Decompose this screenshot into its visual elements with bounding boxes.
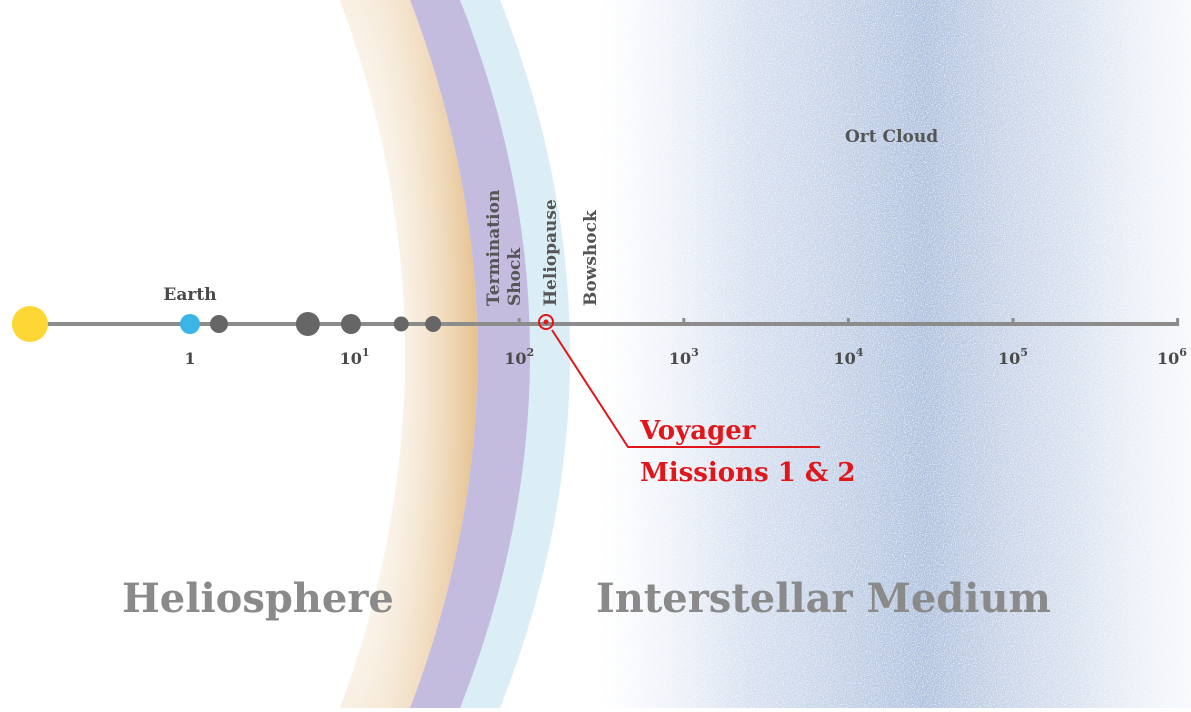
axis-tick-label: 1 [184,349,195,368]
axis-tick-label: 106 [1157,346,1187,368]
jupiter-marker [295,312,320,336]
tick-base: 10 [1157,349,1179,368]
tick-exponent: 2 [527,346,535,359]
tick-base: 10 [833,349,855,368]
tick-exponent: 1 [362,346,370,359]
earth-marker [180,314,200,334]
neptune-marker [425,316,442,332]
voyager-callout: Voyager Missions 1 & 2 [538,314,856,488]
mars-marker [209,315,228,333]
tick-base: 10 [504,349,526,368]
tick-exponent: 4 [856,346,864,359]
termination-shock-label: Termination Shock [484,184,525,306]
oort-cloud-speckle [600,0,1191,708]
voyager-marker-dot [543,319,549,325]
axis-tick-label: 102 [504,346,534,368]
interstellar-medium-label: Interstellar Medium [596,575,1051,622]
axis-tick-label: 104 [833,346,863,368]
voyager-label-line1: Voyager [639,416,756,446]
voyager-leader-line [551,329,820,448]
tick-base: 1 [184,349,195,368]
axis-tick-label: 101 [340,346,370,368]
heliosphere-label: Heliosphere [122,575,394,622]
termination-shock-line2: Shock [505,247,525,306]
bowshock-band [430,0,570,708]
saturn-marker [340,314,361,334]
oort-cloud-label: Ort Cloud [845,127,938,147]
earth-label: Earth [163,285,216,305]
bowshock-label: Bowshock [581,209,601,306]
axis-tick-label: 105 [998,346,1028,368]
heliopause-label: Heliopause [541,199,561,306]
tick-base: 10 [340,349,362,368]
tick-exponent: 6 [1179,346,1187,359]
oort-cloud-region [600,0,1191,708]
voyager-label-line2: Missions 1 & 2 [640,458,856,488]
tick-exponent: 3 [691,346,699,359]
solar-system-objects: Earth [12,285,442,342]
boundary-labels: Termination Shock Heliopause Bowshock [484,184,601,306]
sun-marker [12,306,48,342]
tick-exponent: 5 [1020,346,1028,359]
uranus-marker [393,316,409,332]
axis-tick-label: 103 [669,346,699,368]
termination-shock-band [340,0,478,708]
heliopause-band [410,0,530,708]
termination-shock-line1: Termination [484,190,504,306]
voyager-marker [538,314,554,330]
tick-base: 10 [669,349,691,368]
tick-base: 10 [998,349,1020,368]
